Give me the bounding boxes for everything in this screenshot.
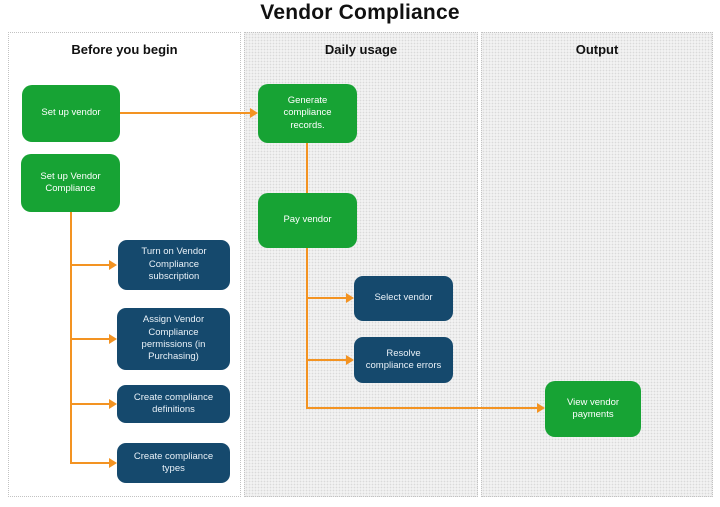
arrow-right-icon [250, 108, 258, 118]
flow-node-select-vendor: Select vendor [354, 276, 453, 321]
flow-node-turn-on-subscription: Turn on Vendor Compliance subscription [118, 240, 230, 290]
column-output: Output [481, 32, 713, 497]
arrow-right-icon [109, 334, 117, 344]
connector-line [306, 248, 308, 409]
connector-line [70, 338, 109, 340]
column-header: Before you begin [71, 42, 178, 57]
connector-line [307, 297, 346, 299]
connector-line [306, 407, 537, 409]
flow-node-create-compliance-types: Create compliance types [117, 443, 230, 483]
arrow-right-icon [109, 399, 117, 409]
connector-line [306, 143, 308, 193]
flow-node-set-up-vendor: Set up vendor [22, 85, 120, 142]
arrow-right-icon [537, 403, 545, 413]
flow-node-create-compliance-definitions: Create compliance definitions [117, 385, 230, 423]
flow-node-assign-permissions: Assign Vendor Compliance permissions (in… [117, 308, 230, 370]
column-header: Output [575, 42, 619, 57]
flow-node-generate-compliance-records: Generate compliance records. [258, 84, 357, 143]
arrow-right-icon [109, 458, 117, 468]
arrow-right-icon [346, 293, 354, 303]
flow-node-view-vendor-payments: View vendor payments [545, 381, 641, 437]
flow-node-set-up-vendor-compliance: Set up Vendor Compliance [21, 154, 120, 212]
arrow-right-icon [346, 355, 354, 365]
flow-node-resolve-compliance-errors: Resolve compliance errors [354, 337, 453, 383]
connector-line [70, 462, 109, 464]
column-header: Daily usage [324, 42, 398, 57]
connector-line [70, 403, 109, 405]
page-title: Vendor Compliance [260, 1, 460, 24]
flow-node-pay-vendor: Pay vendor [258, 193, 357, 248]
arrow-right-icon [109, 260, 117, 270]
connector-line [307, 359, 346, 361]
connector-line [120, 112, 250, 114]
connector-line [70, 264, 109, 266]
